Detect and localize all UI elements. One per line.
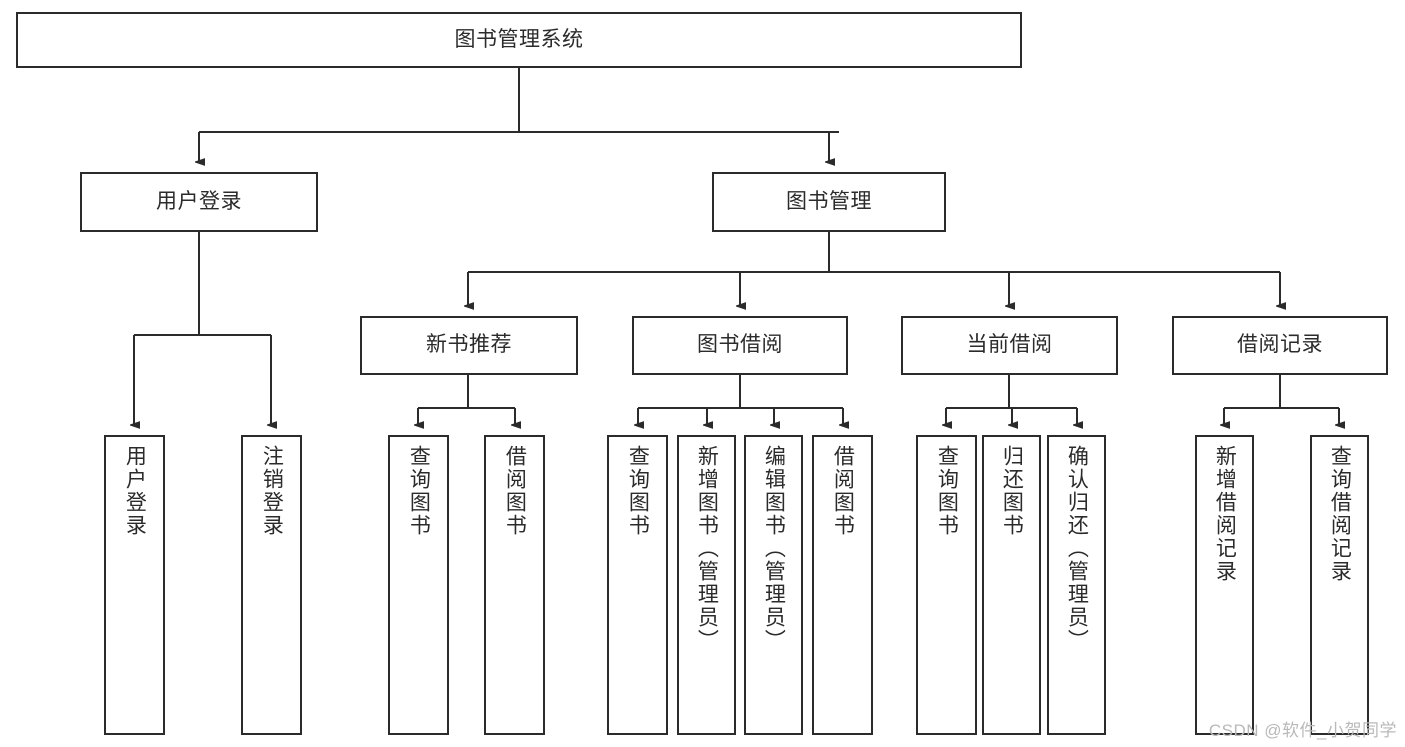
node-label: 新书推荐 — [426, 333, 512, 357]
node-label: 查询图书 — [935, 445, 959, 537]
node-label: 当前借阅 — [966, 333, 1053, 357]
node-book-borrow[interactable]: 图书借阅 — [632, 316, 848, 375]
node-label: 归还图书 — [1000, 445, 1024, 537]
node-label: 用户登录 — [156, 189, 242, 213]
leaf-return-book[interactable]: 归还图书 — [982, 435, 1041, 735]
leaf-borrow-book[interactable]: 借阅图书 — [812, 435, 873, 735]
leaf-edit-book-admin[interactable]: 编辑图书（管理员） — [744, 435, 803, 735]
node-label: 借阅记录 — [1237, 333, 1323, 357]
leaf-confirm-return-admin[interactable]: 确认归还（管理员） — [1047, 435, 1106, 735]
node-label: 查询图书 — [626, 445, 650, 537]
leaf-logout[interactable]: 注销登录 — [241, 435, 302, 735]
leaf-query-book-recommend[interactable]: 查询图书 — [388, 435, 449, 735]
node-borrow-record[interactable]: 借阅记录 — [1172, 316, 1388, 375]
node-label: 新增借阅记录 — [1213, 445, 1237, 583]
leaf-query-book-current[interactable]: 查询图书 — [916, 435, 977, 735]
node-current-borrow[interactable]: 当前借阅 — [901, 316, 1118, 375]
node-user-login[interactable]: 用户登录 — [80, 172, 318, 232]
node-label: 图书管理 — [786, 189, 872, 213]
leaf-query-book-borrow[interactable]: 查询图书 — [607, 435, 668, 735]
node-label: 图书借阅 — [697, 333, 783, 357]
leaf-add-book-admin[interactable]: 新增图书（管理员） — [677, 435, 736, 735]
leaf-borrow-book-recommend[interactable]: 借阅图书 — [484, 435, 545, 735]
node-label: 借阅图书 — [503, 445, 527, 537]
node-book-management[interactable]: 图书管理 — [712, 172, 946, 232]
leaf-user-login[interactable]: 用户登录 — [104, 435, 165, 735]
node-label: 借阅图书 — [831, 445, 855, 537]
node-label: 新增图书（管理员） — [695, 445, 719, 652]
node-label: 用户登录 — [123, 445, 147, 537]
node-label: 确认归还（管理员） — [1065, 445, 1089, 652]
leaf-add-borrow-record[interactable]: 新增借阅记录 — [1195, 435, 1254, 735]
node-root-system[interactable]: 图书管理系统 — [16, 12, 1022, 68]
node-label: 编辑图书（管理员） — [762, 445, 786, 652]
node-label: 图书管理系统 — [454, 27, 584, 51]
node-label: 查询图书 — [407, 445, 431, 537]
node-label: 查询借阅记录 — [1328, 445, 1352, 583]
node-label: 注销登录 — [260, 445, 284, 537]
node-new-book-recommend[interactable]: 新书推荐 — [360, 316, 578, 375]
leaf-query-borrow-record[interactable]: 查询借阅记录 — [1310, 435, 1369, 735]
